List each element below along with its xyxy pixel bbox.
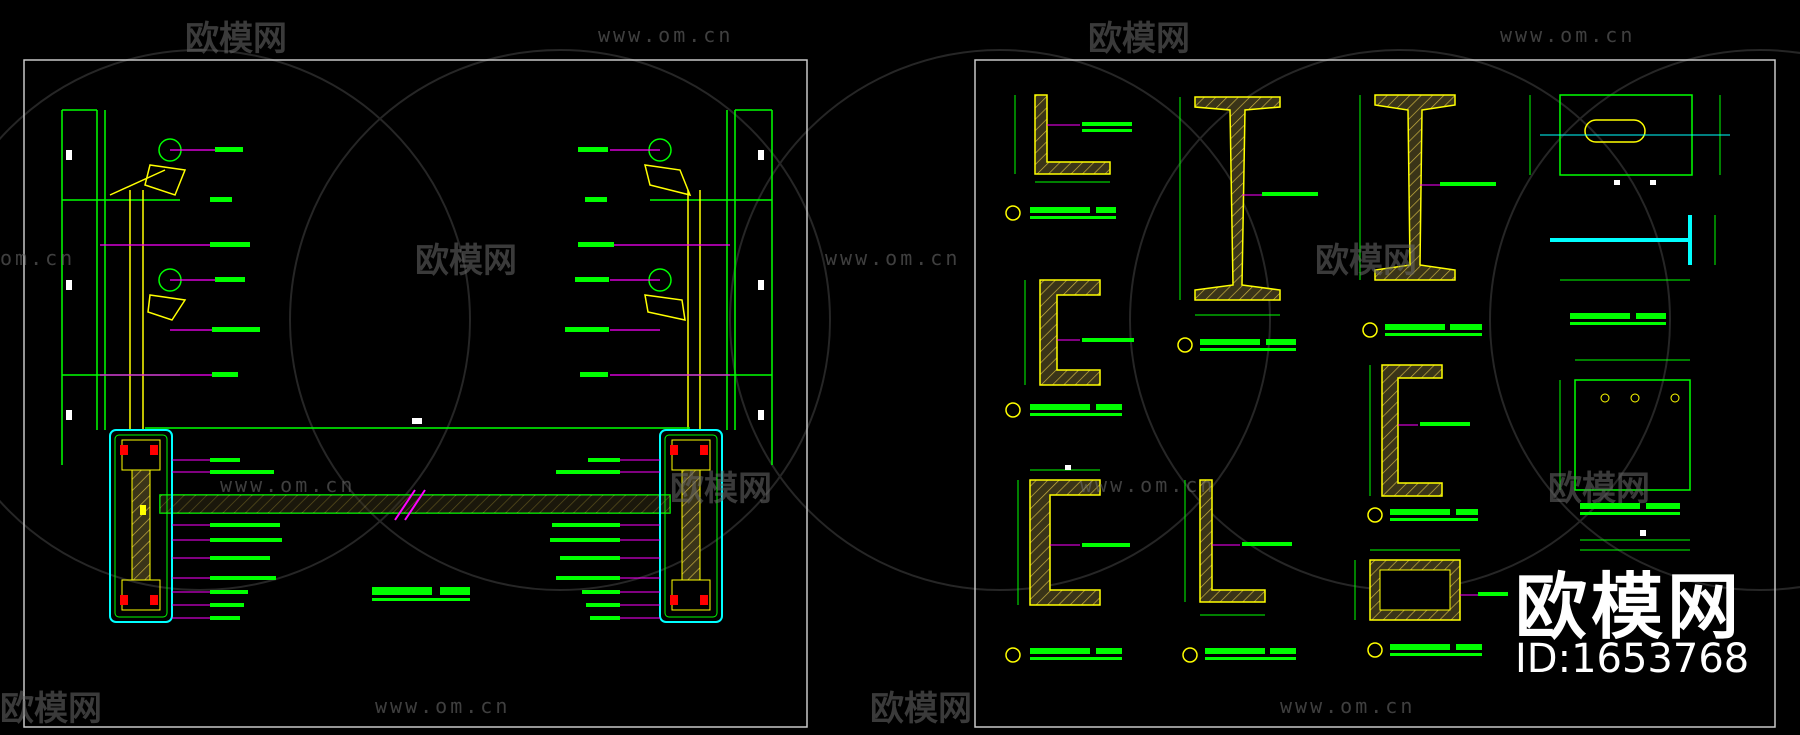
plate-detail-2 — [1550, 215, 1716, 325]
watermark-logo: 欧模网 — [870, 689, 972, 729]
watermark-logo: 欧模网 — [1315, 241, 1417, 281]
left-sheet-frame — [23, 59, 808, 728]
watermark-url: www.om.cn — [1080, 473, 1215, 497]
watermark-logo: 欧模网 — [0, 689, 102, 729]
watermark-url: www.om.cn — [1280, 694, 1415, 718]
channel-profile-3 — [1367, 364, 1478, 523]
plate-detail-1 — [1529, 94, 1730, 185]
right-sheet-frame — [974, 59, 1776, 728]
watermark-url: www.om.cn — [375, 694, 510, 718]
channel-profile-2 — [1005, 465, 1130, 663]
plate-detail-3 — [1559, 359, 1691, 515]
left-mullion — [61, 109, 187, 465]
channel-profile-1 — [1005, 279, 1134, 418]
right-sheet — [974, 59, 1776, 728]
right-base-leaders — [620, 459, 660, 619]
watermark-url: www.om.cn — [598, 23, 733, 47]
watermark-arcs — [0, 49, 1800, 591]
angle-profile-1 — [1005, 94, 1132, 221]
left-base-detail — [109, 429, 173, 623]
i-beam-profile-2 — [1359, 94, 1496, 338]
left-title-marker — [372, 587, 470, 601]
right-base-labels — [550, 458, 620, 620]
left-base-labels — [210, 458, 282, 620]
watermark-url: www.om.cn — [825, 246, 960, 270]
watermark-url: www.om.cn — [1500, 23, 1635, 47]
watermark-url-partial: om.cn — [0, 246, 75, 270]
left-base-leaders — [172, 459, 210, 619]
left-sheet — [23, 59, 808, 728]
right-dim-ticks — [758, 150, 764, 420]
watermark-logo: 欧模网 — [1088, 19, 1190, 59]
right-mullion — [644, 109, 773, 465]
model-id: ID:1653768 — [1515, 636, 1750, 682]
watermark-logo: 欧模网 — [670, 469, 772, 509]
right-base-detail — [659, 429, 723, 623]
i-beam-profile-1 — [1177, 96, 1318, 353]
floor-beam — [145, 418, 690, 521]
plate-detail-4 — [1580, 530, 1690, 551]
right-leader-labels — [565, 147, 614, 377]
watermark-url: www.om.cn — [220, 473, 355, 497]
watermark-logo: 欧模网 — [1548, 469, 1650, 509]
rect-tube-profile — [1354, 549, 1508, 658]
watermarks: 欧模网 www.om.cn 欧模网 www.om.cn om.cn 欧模网 ww… — [0, 19, 1650, 729]
right-leaders — [610, 149, 730, 376]
watermark-logo: 欧模网 — [185, 19, 287, 59]
left-leaders — [100, 149, 215, 376]
left-dim-ticks — [66, 150, 72, 420]
watermark-logo: 欧模网 — [415, 241, 517, 281]
brand-logo-large: 欧模网 — [1515, 565, 1744, 649]
left-leader-labels — [210, 147, 260, 377]
angle-profile-2 — [1182, 479, 1296, 663]
